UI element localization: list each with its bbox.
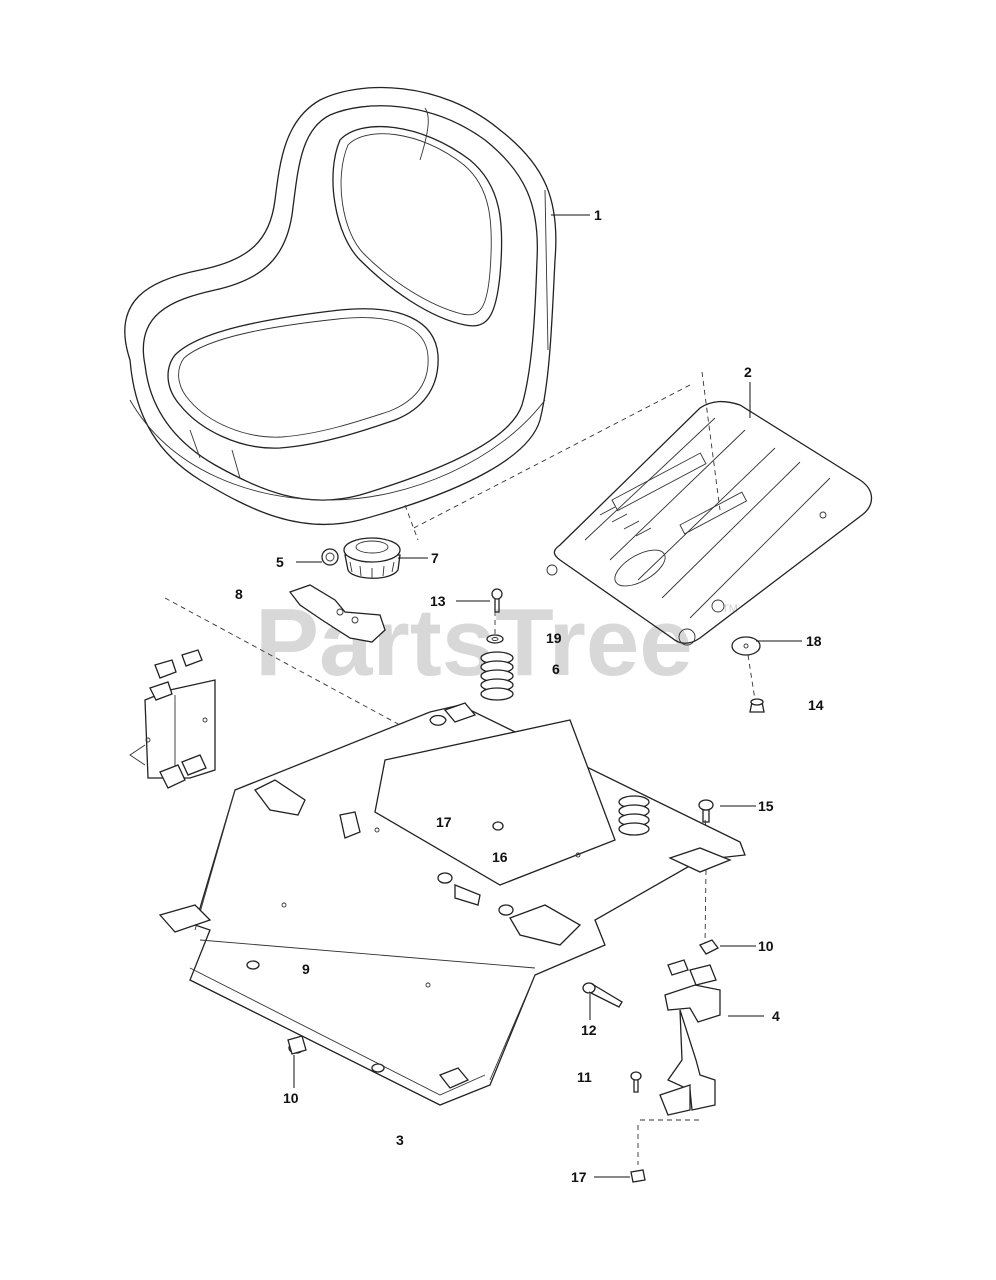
part-pin[interactable] bbox=[582, 982, 623, 1008]
callout-13[interactable]: 13 bbox=[430, 593, 446, 609]
callout-16[interactable]: 16 bbox=[492, 849, 508, 865]
part-nut[interactable] bbox=[749, 698, 765, 713]
watermark-trademark: TM bbox=[722, 603, 738, 615]
callouts: 1 2 3 4 5 6 7 8 9 10 10 11 12 13 14 15 1… bbox=[235, 207, 824, 1185]
part-washer[interactable] bbox=[486, 634, 504, 644]
part-side-bracket[interactable] bbox=[129, 649, 216, 789]
part-seat-pan[interactable] bbox=[546, 400, 873, 646]
callout-7[interactable]: 7 bbox=[431, 550, 439, 566]
callout-19[interactable]: 19 bbox=[546, 630, 562, 646]
leader-lines bbox=[293, 214, 802, 1178]
part-bolt[interactable] bbox=[491, 588, 503, 613]
callout-14[interactable]: 14 bbox=[808, 697, 824, 713]
part-hinge-bracket[interactable] bbox=[659, 959, 721, 1116]
callout-9[interactable]: 9 bbox=[302, 961, 310, 977]
callout-5[interactable]: 5 bbox=[276, 554, 284, 570]
part-flat-washer[interactable] bbox=[731, 636, 761, 656]
part-bushing[interactable] bbox=[321, 548, 339, 566]
callout-3[interactable]: 3 bbox=[396, 1132, 404, 1148]
callout-10-right[interactable]: 10 bbox=[758, 938, 774, 954]
callout-8[interactable]: 8 bbox=[235, 586, 243, 602]
callout-11[interactable]: 11 bbox=[577, 1069, 592, 1085]
part-frame-nut[interactable] bbox=[287, 1035, 307, 1055]
part-adjust-knob[interactable] bbox=[343, 537, 401, 579]
callout-15[interactable]: 15 bbox=[758, 798, 774, 814]
part-spring[interactable] bbox=[480, 651, 514, 701]
part-seat-bracket[interactable] bbox=[288, 584, 386, 643]
callout-6[interactable]: 6 bbox=[552, 661, 560, 677]
part-flange-nut[interactable] bbox=[699, 939, 719, 955]
callout-18[interactable]: 18 bbox=[806, 633, 822, 649]
callout-17-bottom[interactable]: 17 bbox=[571, 1169, 587, 1185]
part-seat[interactable] bbox=[124, 86, 557, 526]
callout-12[interactable]: 12 bbox=[581, 1022, 597, 1038]
callout-2[interactable]: 2 bbox=[744, 364, 752, 380]
part-lock-nut[interactable] bbox=[630, 1169, 646, 1183]
callout-17-frame[interactable]: 17 bbox=[436, 814, 452, 830]
callout-10-left[interactable]: 10 bbox=[283, 1090, 299, 1106]
callout-4[interactable]: 4 bbox=[772, 1008, 780, 1024]
part-flange-bolt[interactable] bbox=[698, 799, 714, 823]
part-seat-frame[interactable] bbox=[158, 702, 746, 1106]
callout-1[interactable]: 1 bbox=[594, 207, 602, 223]
part-carriage-bolt[interactable] bbox=[630, 1071, 642, 1093]
